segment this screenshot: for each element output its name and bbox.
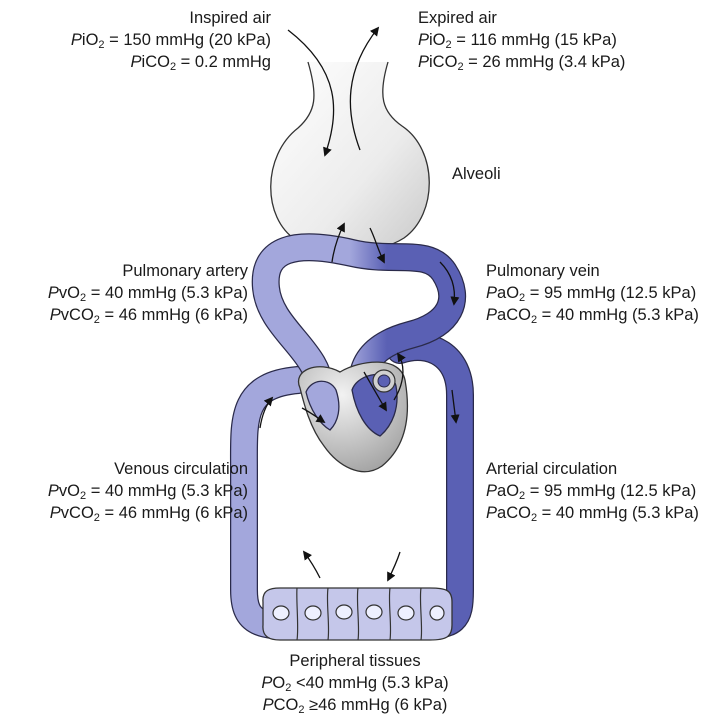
pulmonary-vein-paco2: PaCO2 = 40 mmHg (5.3 kPa)	[486, 304, 699, 326]
inspired-pio2: PiO2 = 150 mmHg (20 kPa)	[71, 29, 271, 51]
heart	[299, 362, 408, 472]
arterial-circulation-title: Arterial circulation	[486, 458, 699, 480]
pulmonary-vein-label: Pulmonary vein PaO2 = 95 mmHg (12.5 kPa)…	[486, 260, 699, 326]
pulmonary-artery-title: Pulmonary artery	[48, 260, 248, 282]
alveoli-label: Alveoli	[452, 163, 501, 185]
pulmonary-vein-pao2: PaO2 = 95 mmHg (12.5 kPa)	[486, 282, 699, 304]
peripheral-tissue-cells	[263, 588, 452, 640]
pulmonary-artery-pvo2: PvO2 = 40 mmHg (5.3 kPa)	[48, 282, 248, 304]
arterial-circulation-label: Arterial circulation PaO2 = 95 mmHg (12.…	[486, 458, 699, 524]
peripheral-po2: PO2 <40 mmHg (5.3 kPa)	[240, 672, 470, 694]
expired-air-label: Expired air PiO2 = 116 mmHg (15 kPa) PiC…	[418, 7, 625, 73]
alveolus	[271, 62, 430, 252]
alveoli-title: Alveoli	[452, 163, 501, 185]
pulmonary-artery-label: Pulmonary artery PvO2 = 40 mmHg (5.3 kPa…	[48, 260, 248, 326]
venous-circulation-label: Venous circulation PvO2 = 40 mmHg (5.3 k…	[48, 458, 248, 524]
peripheral-pco2: PCO2 ≥46 mmHg (6 kPa)	[240, 694, 470, 716]
peripheral-tissues-label: Peripheral tissues PO2 <40 mmHg (5.3 kPa…	[240, 650, 470, 716]
pulmonary-artery-pvco2: PvCO2 = 46 mmHg (6 kPa)	[48, 304, 248, 326]
inspired-pico2: PiCO2 = 0.2 mmHg	[71, 51, 271, 73]
inspired-air-title: Inspired air	[71, 7, 271, 29]
expired-pico2: PiCO2 = 26 mmHg (3.4 kPa)	[418, 51, 625, 73]
venous-pvo2: PvO2 = 40 mmHg (5.3 kPa)	[48, 480, 248, 502]
expired-pio2: PiO2 = 116 mmHg (15 kPa)	[418, 29, 625, 51]
arterial-paco2: PaCO2 = 40 mmHg (5.3 kPa)	[486, 502, 699, 524]
peripheral-tissues-title: Peripheral tissues	[240, 650, 470, 672]
venous-pvco2: PvCO2 = 46 mmHg (6 kPa)	[48, 502, 248, 524]
inspired-air-label: Inspired air PiO2 = 150 mmHg (20 kPa) Pi…	[71, 7, 271, 73]
arterial-pao2: PaO2 = 95 mmHg (12.5 kPa)	[486, 480, 699, 502]
expired-air-title: Expired air	[418, 7, 625, 29]
pulmonary-vein-title: Pulmonary vein	[486, 260, 699, 282]
venous-circulation-title: Venous circulation	[48, 458, 248, 480]
